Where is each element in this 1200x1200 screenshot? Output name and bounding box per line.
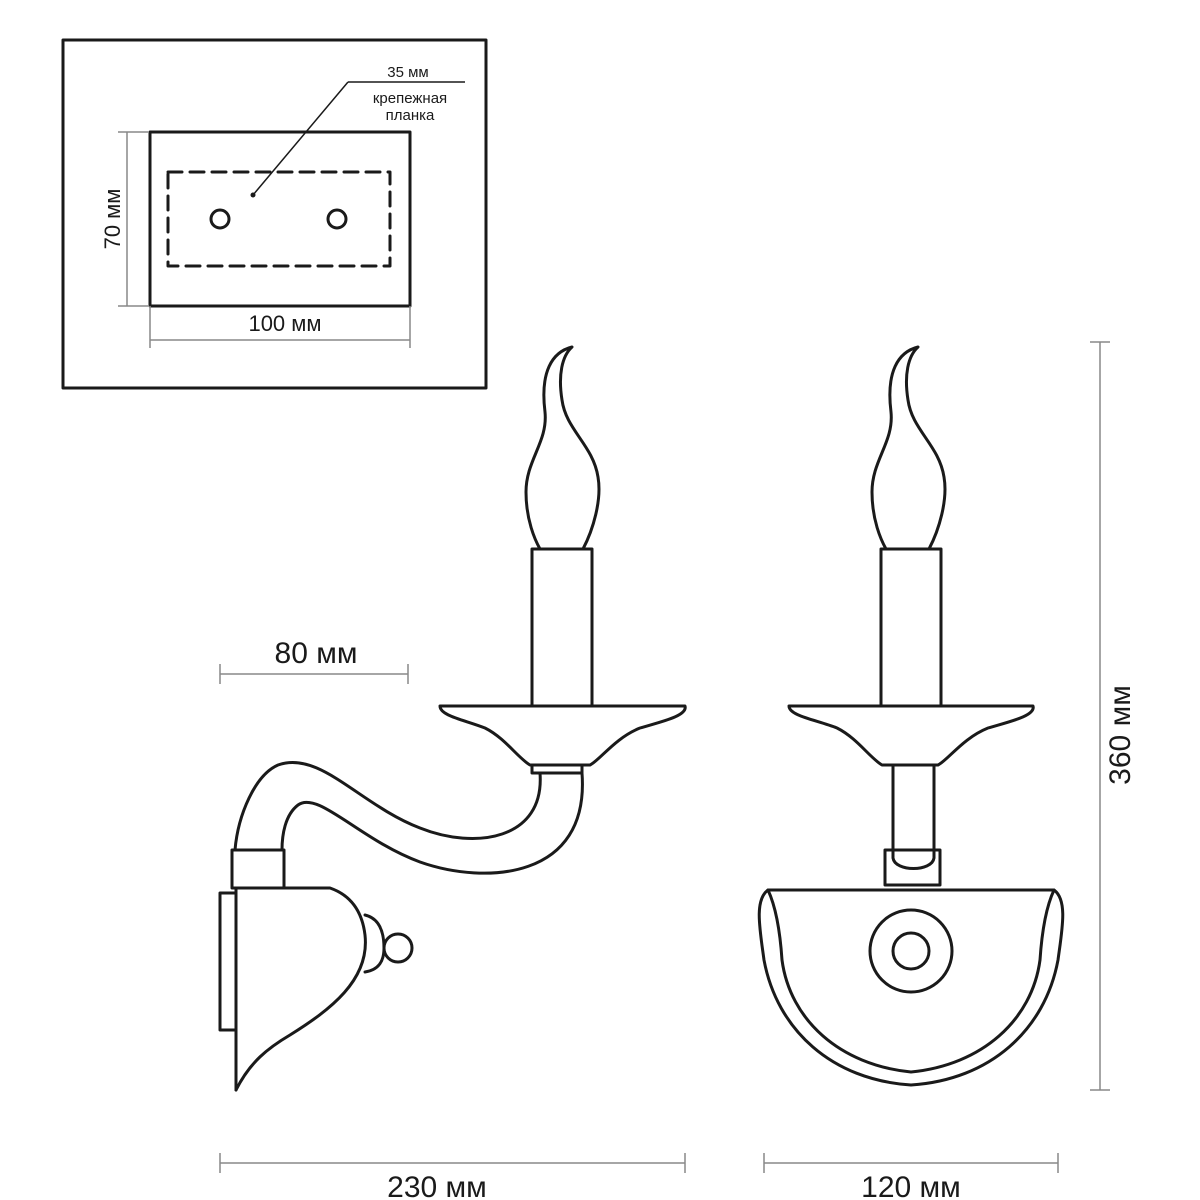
inset-width-label: 100 мм bbox=[248, 311, 321, 336]
base-plate-outline bbox=[148, 130, 412, 308]
side-canopy-body bbox=[234, 886, 367, 1092]
front-finial-inner bbox=[891, 931, 931, 971]
side-candle-bulb bbox=[524, 345, 601, 551]
side-tray-collar bbox=[530, 763, 584, 775]
side-arm-collar bbox=[230, 848, 286, 890]
mounting-strip-outline bbox=[166, 170, 392, 268]
front-canopy bbox=[757, 888, 1065, 1087]
plate-name-line1: крепежная bbox=[373, 90, 447, 107]
front-candle-tube bbox=[879, 547, 943, 708]
front-width-dimension bbox=[763, 1153, 1059, 1173]
mounting-plate-inset: 35 мм крепежная планка 70 мм 100 мм bbox=[61, 38, 488, 390]
inset-frame bbox=[61, 38, 488, 390]
inset-height-dimension bbox=[118, 131, 148, 307]
plate-leader bbox=[250, 81, 465, 198]
inset-height-label: 70 мм bbox=[100, 189, 125, 250]
front-stem bbox=[891, 763, 936, 870]
front-drip-tray bbox=[787, 704, 1035, 767]
plate-name-line2: планка bbox=[386, 107, 435, 124]
inset-width-dimension bbox=[149, 306, 411, 348]
plate-depth-label: 35 мм bbox=[387, 64, 428, 81]
screw-hole-right bbox=[326, 208, 348, 230]
side-curved-arm bbox=[233, 761, 542, 852]
screw-hole-left bbox=[209, 208, 231, 230]
side-width-dimension bbox=[219, 1153, 686, 1173]
front-candle-bulb bbox=[870, 345, 947, 551]
side-wall-backplate bbox=[218, 891, 238, 1032]
front-width-label: 120 мм bbox=[861, 1171, 961, 1200]
side-drip-tray bbox=[438, 704, 687, 767]
front-stem-collar bbox=[883, 848, 942, 887]
front-finial-outer bbox=[868, 908, 954, 994]
total-height-dimension bbox=[1090, 341, 1110, 1091]
side-width-label: 230 мм bbox=[387, 1171, 487, 1200]
sconce-side-view bbox=[218, 345, 687, 1092]
total-height-label: 360 мм bbox=[1104, 685, 1137, 785]
side-curved-arm-inner bbox=[280, 771, 584, 875]
side-finial-cap bbox=[363, 913, 386, 974]
arm-offset-label: 80 мм bbox=[275, 637, 358, 670]
side-candle-tube bbox=[530, 547, 594, 708]
arm-offset-dimension bbox=[219, 664, 409, 684]
sconce-front-view bbox=[757, 345, 1065, 1087]
side-finial-ball bbox=[382, 932, 414, 964]
